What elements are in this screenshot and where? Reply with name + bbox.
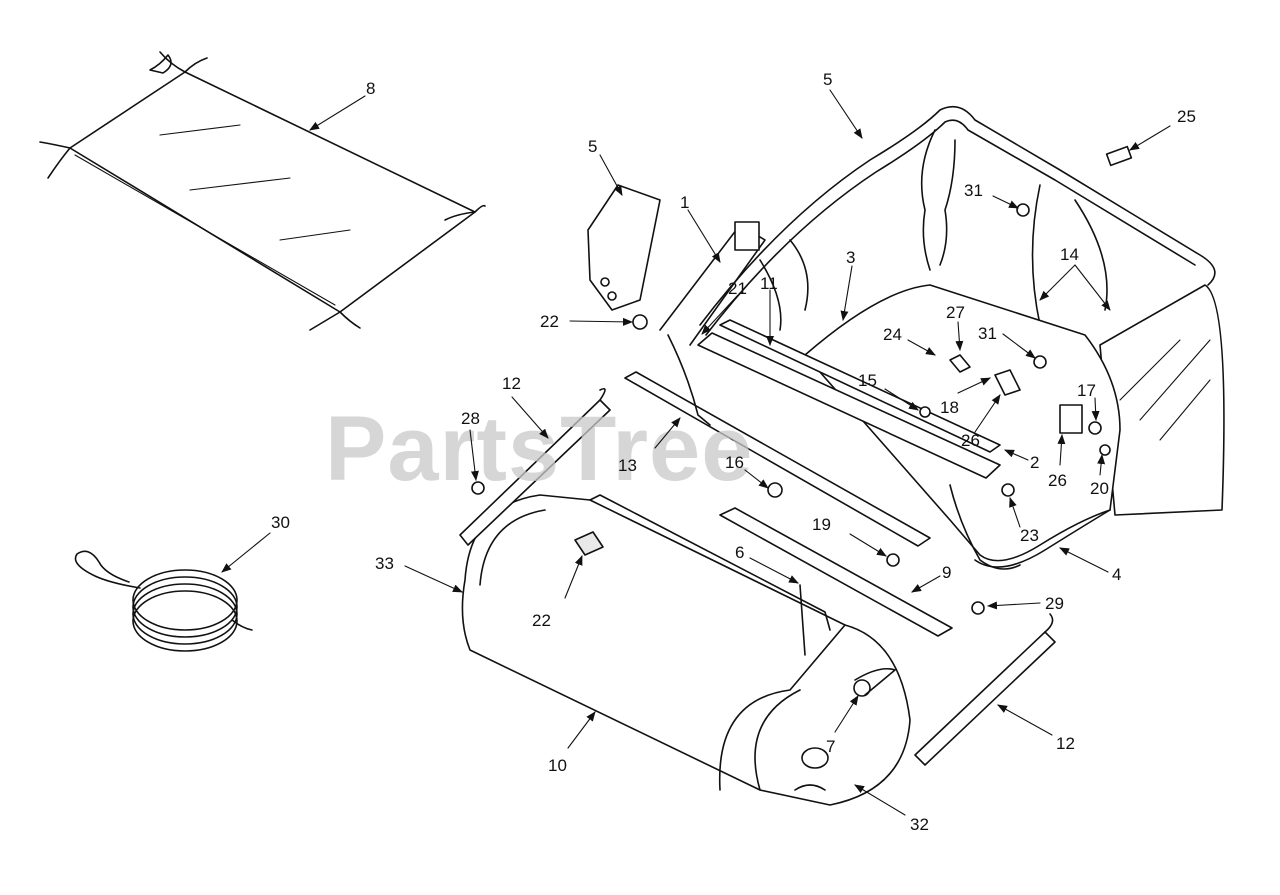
callout-16: 16 xyxy=(725,453,744,472)
callout-6: 6 xyxy=(735,543,744,562)
callout-17: 17 xyxy=(1077,381,1096,400)
small-hardware xyxy=(471,145,1133,656)
callout-19: 19 xyxy=(812,515,831,534)
callout-29: 29 xyxy=(1045,594,1064,613)
callout-2: 2 xyxy=(1030,453,1039,472)
callout-20: 20 xyxy=(1090,479,1109,498)
callout-9: 9 xyxy=(942,563,951,582)
callout-32: 32 xyxy=(910,815,929,834)
callout-25: 25 xyxy=(1177,107,1196,126)
callout-8: 8 xyxy=(366,79,375,98)
cord-coil-part-30 xyxy=(74,550,253,652)
callout-26-mid: 26 xyxy=(961,431,980,450)
callout-12-right: 12 xyxy=(1056,734,1075,753)
callout-30: 30 xyxy=(271,513,290,532)
callout-10: 10 xyxy=(548,756,567,775)
callout-3: 3 xyxy=(846,248,855,267)
callout-5-left: 5 xyxy=(588,137,597,156)
callout-4: 4 xyxy=(1112,565,1121,584)
cover-screen-part-8 xyxy=(39,51,486,331)
callout-13: 13 xyxy=(618,456,637,475)
frame-brackets xyxy=(659,221,1021,570)
callout-21: 21 xyxy=(728,279,747,298)
bag-assembly xyxy=(699,105,1225,568)
leader-lines xyxy=(221,89,1171,816)
bars-and-rods xyxy=(624,319,1001,637)
callout-24: 24 xyxy=(883,325,902,344)
callout-31-mid: 31 xyxy=(978,324,997,343)
callout-1: 1 xyxy=(680,193,689,212)
watermark: PartsTree xyxy=(325,398,753,500)
straps-part-12 xyxy=(459,387,1056,766)
callout-31-top: 31 xyxy=(964,181,983,200)
callout-22-bottom: 22 xyxy=(532,611,551,630)
callout-12-left: 12 xyxy=(502,374,521,393)
hopper-housing xyxy=(461,494,911,806)
callout-labels: 8 5 5 25 31 1 3 14 21 11 22 27 24 31 12 … xyxy=(271,70,1196,834)
callout-27: 27 xyxy=(946,303,965,322)
callout-28: 28 xyxy=(461,409,480,428)
callout-33: 33 xyxy=(375,554,394,573)
callout-18: 18 xyxy=(940,398,959,417)
callout-23: 23 xyxy=(1020,526,1039,545)
callout-7: 7 xyxy=(826,737,835,756)
callout-11: 11 xyxy=(760,274,778,293)
callout-26-right: 26 xyxy=(1048,471,1067,490)
callout-5-top: 5 xyxy=(823,70,832,89)
callout-15: 15 xyxy=(858,371,877,390)
callout-14: 14 xyxy=(1060,245,1079,264)
callout-22-top: 22 xyxy=(540,312,559,331)
